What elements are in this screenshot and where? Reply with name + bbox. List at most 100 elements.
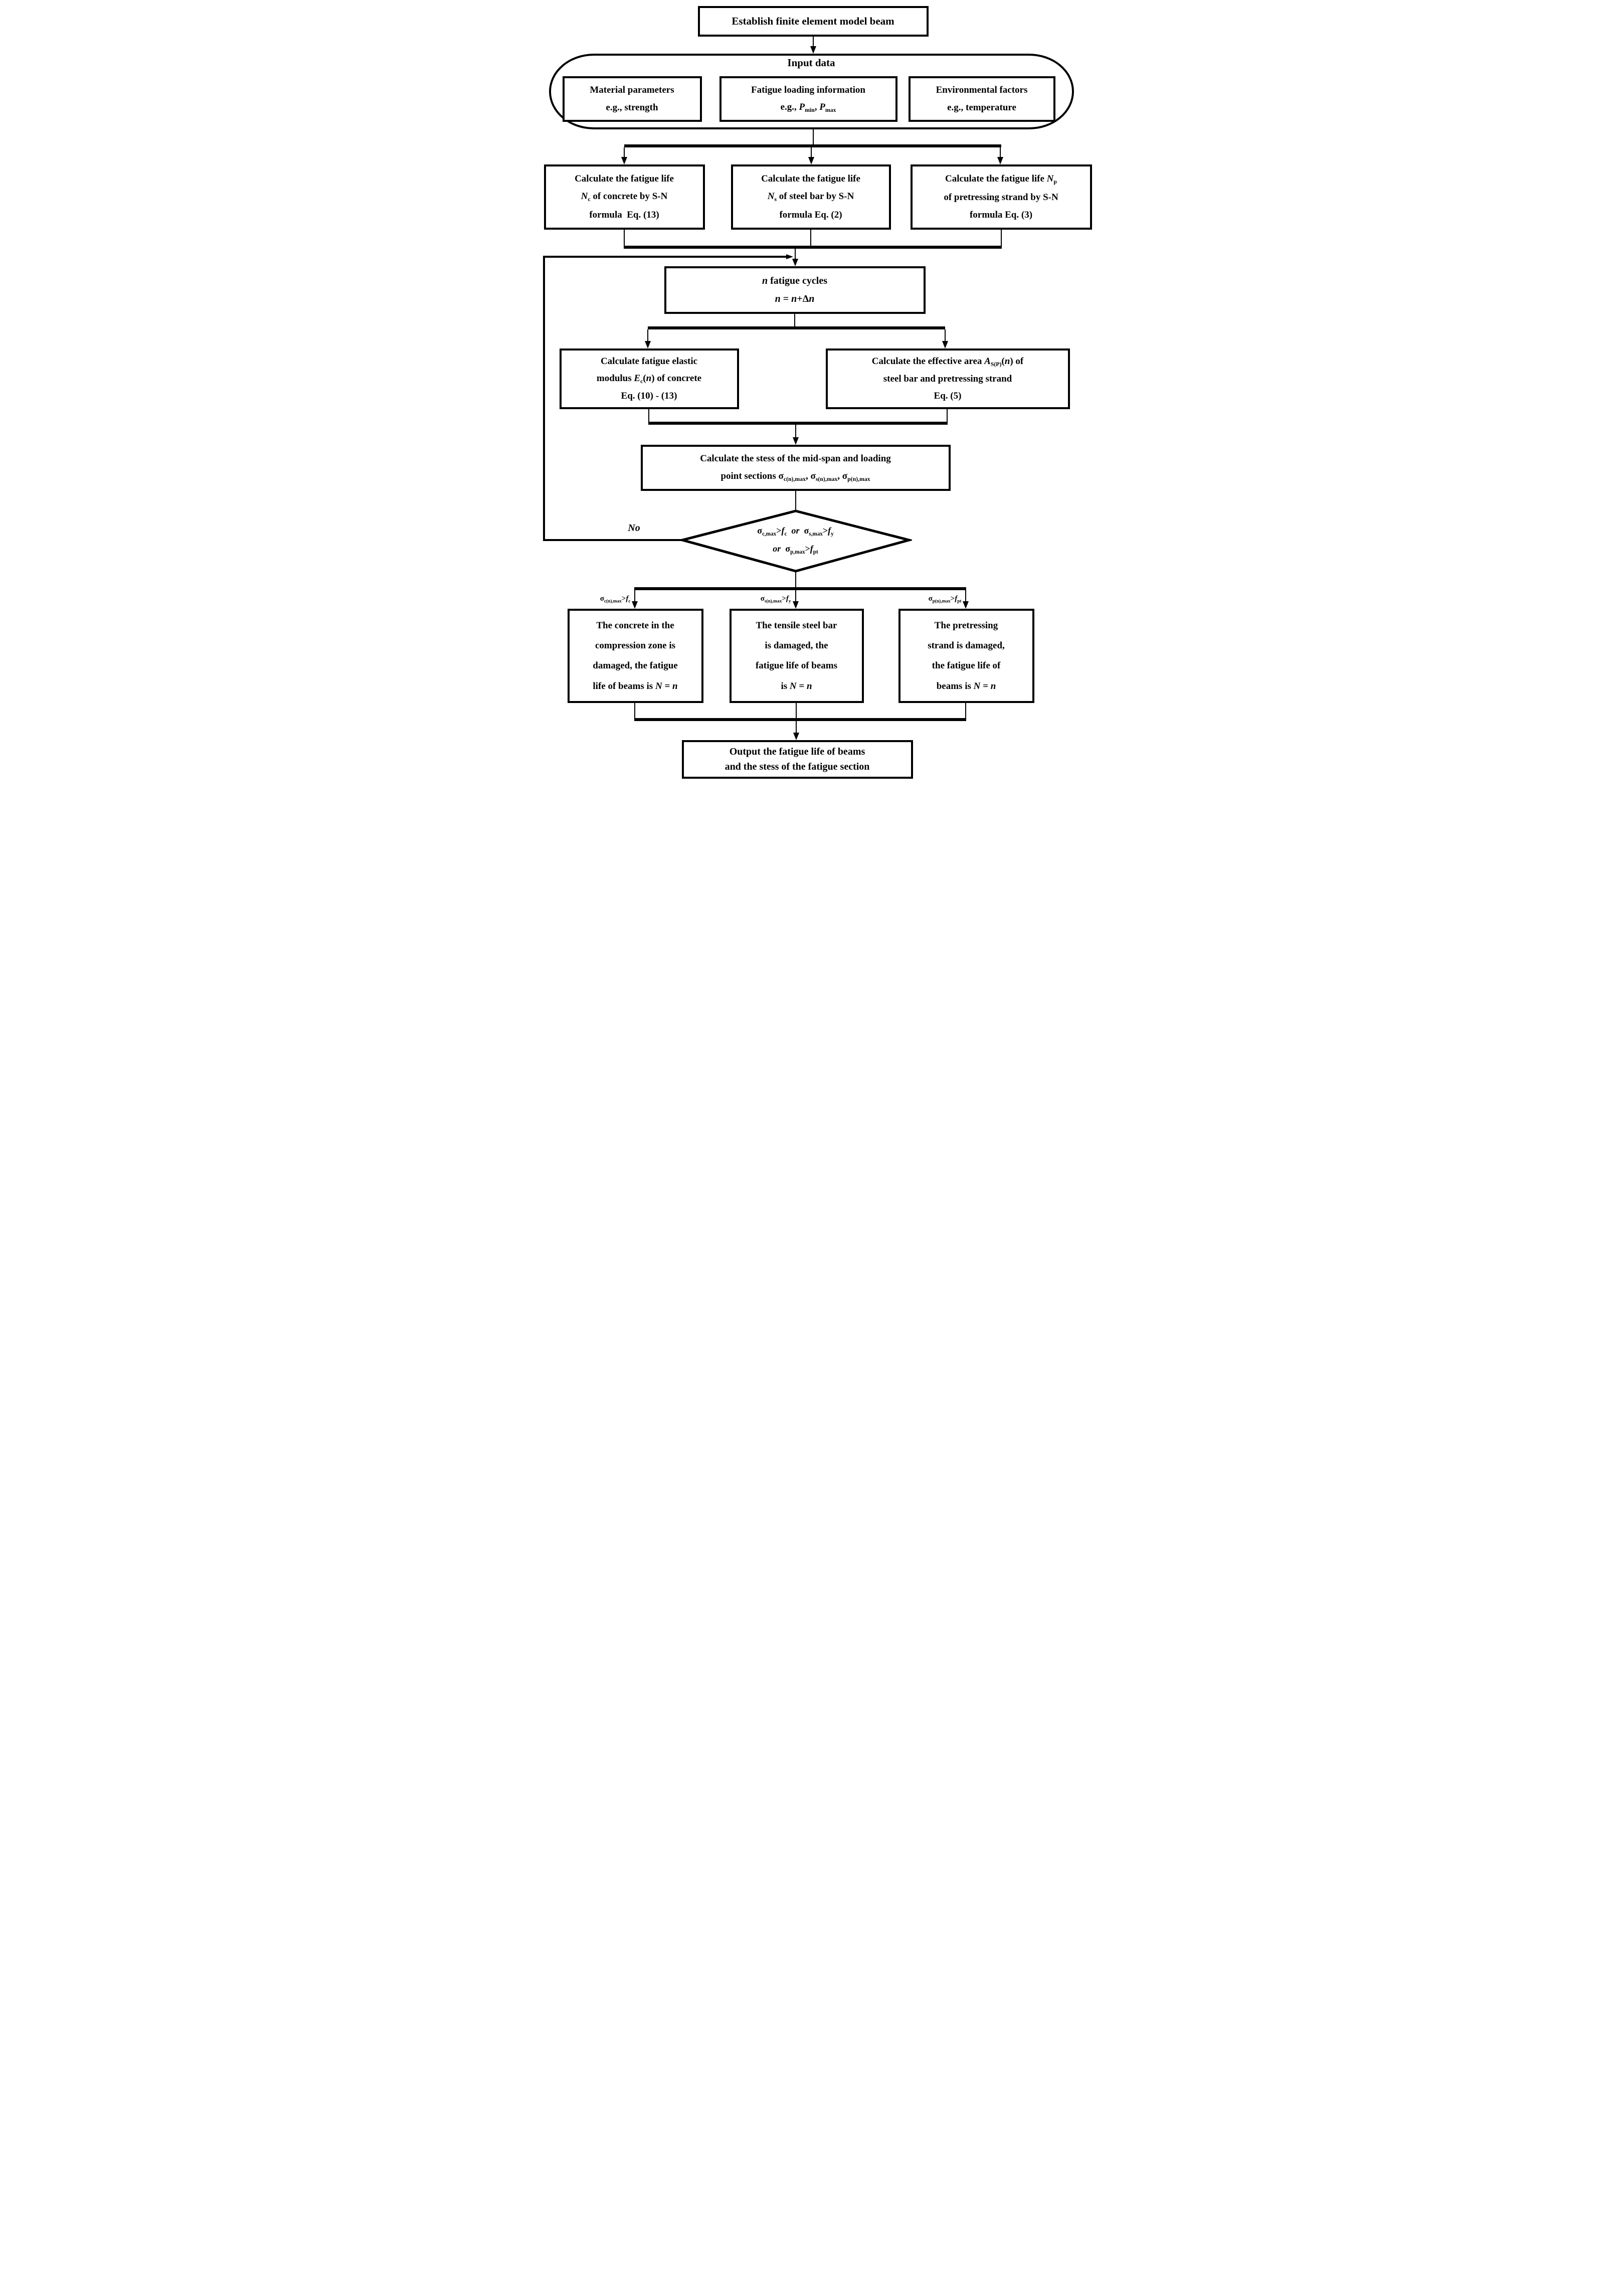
connector-line [648, 409, 649, 423]
node-text: formula Eq. (3) [969, 210, 1033, 221]
loop-line [544, 539, 682, 541]
connector-line [965, 703, 966, 719]
node-text: Establish finite element model beam [732, 15, 894, 28]
node-text: Calculate the fatigue life [761, 173, 860, 184]
material-parameters-node: Material parameters e.g., strength [562, 76, 702, 122]
merge-bar [634, 718, 966, 721]
split-bar [624, 144, 1001, 147]
merge-bar [648, 422, 948, 425]
node-text: n fatigue cycles [762, 275, 827, 286]
node-text: The tensile steel bar [756, 620, 837, 631]
node-text: fatigue life of beams [755, 660, 838, 671]
connector-line [810, 230, 811, 247]
node-text: is damaged, the [765, 640, 828, 651]
branch-concrete-label: σc(n),max>fc [600, 595, 631, 604]
connector-line [999, 147, 1001, 158]
node-text: Calculate fatigue elastic [600, 356, 698, 367]
node-text: steel bar and pretressing strand [883, 374, 1012, 385]
flowchart: Establish finite element model beam Inpu… [531, 0, 1093, 786]
damage-concrete-node: The concrete in the compression zone is … [567, 609, 703, 703]
connector-line [634, 590, 635, 602]
damage-strand-node: The pretressing strand is damaged, the f… [898, 609, 1034, 703]
arrowhead-down-icon [942, 341, 948, 348]
loop-line [543, 256, 545, 541]
connector-line [810, 147, 812, 158]
connector-line [965, 590, 966, 602]
calc-fatigue-life-strand-node: Calculate the fatigue life Np of pretres… [910, 164, 1092, 230]
connector-line [794, 249, 796, 259]
node-text: or σp,max>fpt [773, 544, 818, 555]
arrowhead-down-icon [997, 157, 1003, 164]
connector-line [1000, 230, 1002, 247]
connector-line [812, 37, 814, 47]
connector-line [944, 329, 946, 341]
arrowhead-down-icon [962, 601, 969, 609]
node-text: modulus Ec(n) of concrete [596, 373, 702, 385]
arrowhead-down-icon [792, 259, 798, 266]
connector-line [795, 425, 796, 437]
arrowhead-down-icon [792, 437, 799, 445]
node-text: strand is damaged, [928, 640, 1005, 651]
merge-bar [623, 246, 1002, 249]
connector-line [795, 491, 796, 512]
arrowhead-down-icon [793, 733, 799, 740]
node-text: Eq. (10) - (13) [621, 390, 677, 401]
establish-model-node: Establish finite element model beam [697, 6, 929, 37]
calc-fatigue-life-steel-node: Calculate the fatigue life Ns of steel b… [731, 164, 891, 230]
arrowhead-right-icon [786, 254, 793, 259]
node-text: Output the fatigue life of beams [729, 746, 865, 757]
arrowhead-down-icon [644, 341, 651, 348]
arrowhead-down-icon [792, 601, 799, 609]
split-bar [634, 587, 966, 590]
connector-line [794, 314, 795, 327]
calc-elastic-modulus-node: Calculate fatigue elastic modulus Ec(n) … [559, 348, 739, 409]
arrowhead-down-icon [810, 46, 816, 54]
arrowhead-down-icon [621, 157, 627, 164]
node-text: Environmental factors [936, 85, 1028, 96]
calc-stress-sections-node: Calculate the stess of the mid-span and … [640, 445, 951, 491]
connector-line [623, 147, 625, 158]
node-text: Fatigue loading information [751, 84, 865, 95]
branch-steel-label: σs(n),max>fy [760, 595, 791, 604]
node-text: n = n+Δn [775, 293, 815, 305]
node-text: The concrete in the [596, 620, 674, 631]
node-text: Calculate the fatigue life Np [945, 173, 1057, 185]
node-text: formula Eq. (13) [589, 210, 659, 221]
fatigue-loading-node: Fatigue loading information e.g., Pmin, … [719, 76, 897, 122]
arrowhead-down-icon [631, 601, 638, 609]
connector-line [795, 721, 797, 733]
damage-steel-node: The tensile steel bar is damaged, the fa… [729, 609, 864, 703]
split-bar [647, 326, 945, 329]
connector-line [634, 703, 635, 719]
node-text: Nc of concrete by S-N [581, 191, 668, 203]
node-text: Ns of steel bar by S-N [767, 191, 854, 203]
node-text: formula Eq. (2) [779, 210, 842, 221]
node-text: e.g., Pmin, Pmax [780, 101, 836, 113]
node-text: The pretressing [934, 620, 998, 631]
calc-effective-area-node: Calculate the effective area AS(P)(n) of… [825, 348, 1070, 409]
node-text: of pretressing strand by S-N [944, 192, 1058, 203]
loop-line [544, 256, 786, 258]
connector-line [623, 230, 625, 247]
connector-line [812, 129, 814, 145]
node-text: σc,max>fc or σs,max>fy [757, 526, 834, 538]
arrowhead-down-icon [808, 157, 814, 164]
node-text: Eq. (5) [934, 390, 962, 401]
calc-fatigue-life-concrete-node: Calculate the fatigue life Nc of concret… [544, 164, 705, 230]
node-text: and the stess of the fatigue section [725, 761, 870, 773]
decision-text: σc,max>fc or σs,max>fy or σp,max>fpt [682, 519, 909, 562]
node-text: life of beams is N = n [593, 680, 678, 691]
node-text: Calculate the effective area AS(P)(n) of [871, 356, 1024, 368]
node-text: Calculate the stess of the mid-span and … [700, 453, 891, 464]
no-branch-label: No [628, 522, 640, 534]
node-text: Calculate the fatigue life [575, 173, 674, 184]
node-text: is N = n [781, 680, 812, 691]
n-fatigue-cycles-node: n fatigue cycles n = n+Δn [664, 266, 926, 314]
connector-line [795, 703, 797, 719]
environmental-factors-node: Environmental factors e.g., temperature [908, 76, 1055, 122]
branch-strand-label: σp(n),max>fpt [928, 595, 962, 604]
node-text: beams is N = n [936, 680, 996, 691]
node-text: the fatigue life of [932, 660, 1001, 671]
connector-line [795, 590, 796, 602]
node-text: e.g., temperature [947, 102, 1016, 113]
